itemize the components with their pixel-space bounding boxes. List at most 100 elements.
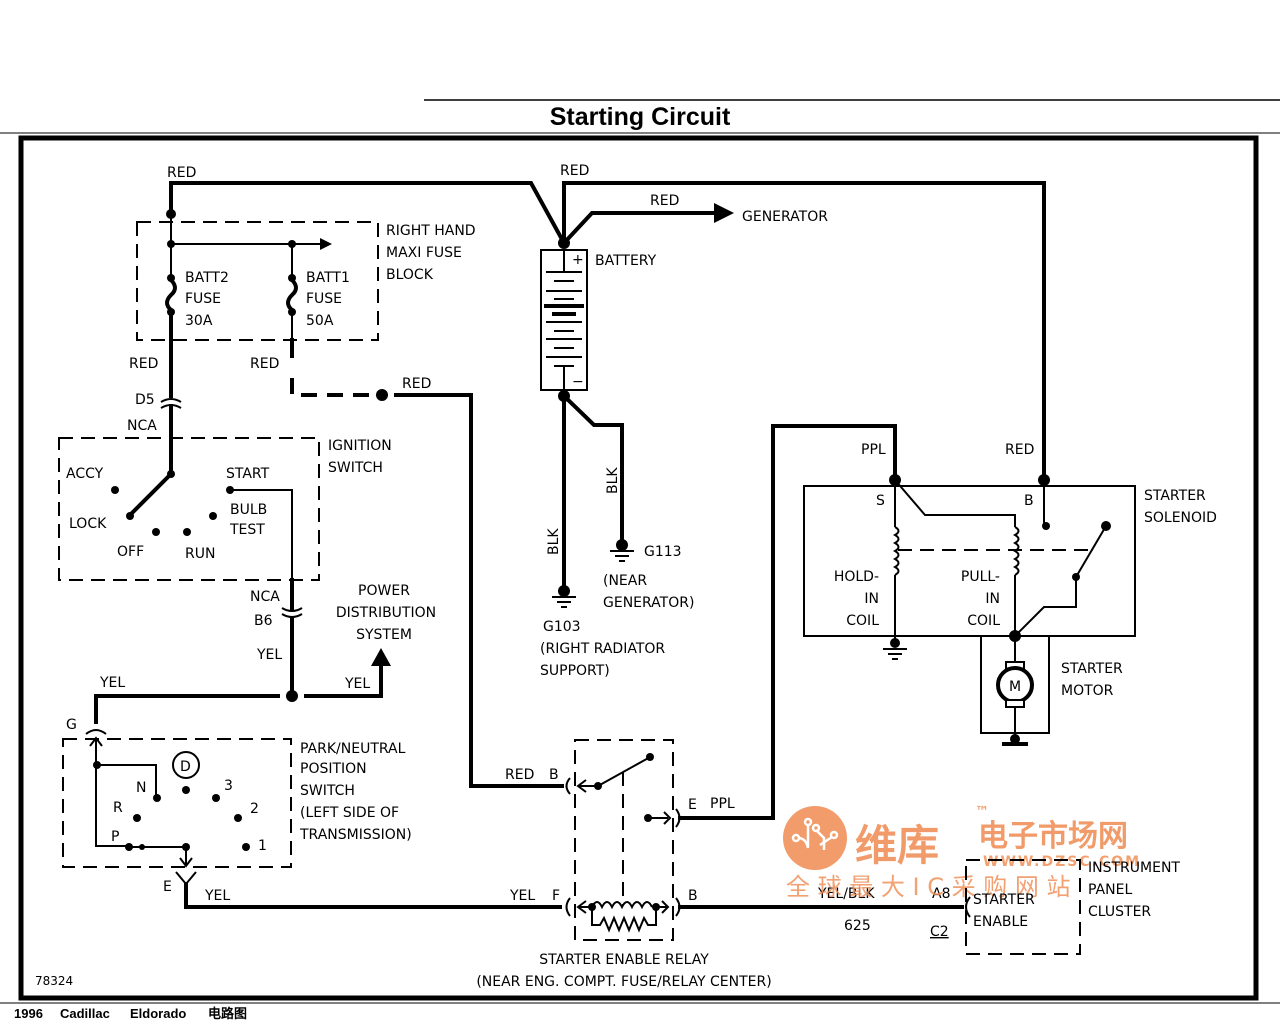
hold-in-coil-label: COIL: [846, 613, 879, 629]
starter-solenoid: [803, 485, 1136, 637]
battery-plus: +: [572, 252, 584, 268]
wire-label-yel: YEL: [256, 647, 282, 663]
starter-enable-relay: [574, 739, 674, 941]
fuse-label: BATT2: [185, 270, 229, 286]
switch-position-label: RUN: [185, 546, 215, 562]
pull-in-coil-label: PULL-: [961, 569, 1000, 585]
svg-text:维库: 维库: [855, 821, 939, 870]
ignition-switch-name: SWITCH: [328, 460, 383, 476]
footer-doc-type: 电路图: [208, 1006, 247, 1021]
wire-label-ppl: PPL: [861, 442, 886, 458]
wire-yel-left: [94, 694, 280, 724]
fuse-batt1-icon: [286, 274, 298, 316]
wire-label-red: RED: [167, 165, 196, 181]
fuse-rating: 30A: [185, 313, 213, 329]
ipc-name: INSTRUMENT: [1088, 860, 1180, 876]
diagram-frame: [18, 135, 1259, 1001]
pn-position-label: 2: [250, 801, 259, 817]
wire-label-yel: YEL: [344, 676, 370, 692]
fuse-block-name: RIGHT HAND: [386, 223, 476, 239]
connector-label: B6: [254, 613, 273, 629]
fuse-rating: 50A: [306, 313, 334, 329]
power-distribution-label: DISTRIBUTION: [336, 605, 436, 621]
connector-label: E: [163, 879, 172, 895]
relay-terminal-label: B: [549, 767, 559, 783]
fuse-batt2-icon: [165, 274, 177, 316]
wire-label-blk: BLK: [605, 467, 621, 494]
motor-symbol: M: [1009, 679, 1021, 695]
pn-switch-contacts: [93, 740, 250, 868]
wire-label-red: RED: [250, 356, 279, 372]
park-neutral-switch: [62, 738, 292, 868]
solenoid-terminal-label: S: [876, 493, 885, 509]
circuit-number: 625: [844, 918, 871, 934]
pull-in-coil-label: IN: [985, 591, 1000, 607]
battery-label: BATTERY: [595, 253, 657, 269]
ground-location: (NEAR: [603, 573, 647, 589]
connector-label: G: [66, 717, 77, 733]
pn-position-label: P: [111, 829, 119, 845]
wire-red-fuse1-dashed: [290, 378, 382, 397]
figure-id: 78324: [35, 974, 73, 988]
fuse-block: [136, 209, 379, 341]
solenoid-internals: [889, 474, 1111, 642]
switch-position-label: START: [226, 466, 270, 482]
connector-label: D5: [135, 392, 155, 408]
watermark-logo-icon: [783, 806, 847, 870]
drive-indicator-icon: [172, 751, 200, 779]
pn-position-label: D: [180, 759, 191, 775]
connector-label: C2: [930, 924, 949, 940]
ground-id: G113: [644, 544, 682, 560]
fuse-label: FUSE: [306, 291, 342, 307]
generator-label: GENERATOR: [742, 209, 828, 225]
wire-ppl: [678, 424, 897, 820]
wire-label-blk: BLK: [546, 528, 562, 555]
switch-position-label: OFF: [117, 544, 144, 560]
wire-label-yel: YEL: [204, 888, 230, 904]
wire-label-red: RED: [560, 163, 589, 179]
starter-solenoid-name: STARTER: [1144, 488, 1206, 504]
pull-in-coil-label: COIL: [967, 613, 1000, 629]
pin-label: A8: [932, 886, 950, 902]
pn-switch-name: PARK/NEUTRAL: [300, 741, 406, 757]
pn-switch-name: SWITCH: [300, 783, 355, 799]
wire-label-red: RED: [650, 193, 679, 209]
switch-position-label: TEST: [229, 522, 265, 538]
starter-motor-name: MOTOR: [1061, 683, 1114, 699]
footer-make: Cadillac: [60, 1006, 110, 1021]
battery-icon: [540, 237, 588, 402]
switch-position-label: LOCK: [69, 516, 107, 532]
wire-label-yel: YEL: [509, 888, 535, 904]
pn-position-label: N: [136, 780, 146, 796]
ground-g113-icon: [610, 539, 634, 562]
switch-position-label: ACCY: [66, 466, 104, 482]
wire-label-red: RED: [1005, 442, 1034, 458]
ipc-name: CLUSTER: [1088, 904, 1151, 920]
power-distribution-label: SYSTEM: [356, 627, 412, 643]
starter-motor-name: STARTER: [1061, 661, 1123, 677]
solenoid-terminal-label: B: [1024, 493, 1034, 509]
power-distribution-arrow-icon: [371, 648, 391, 666]
relay-switch-icon: [565, 753, 681, 905]
wire-label-red: RED: [402, 376, 431, 392]
instrument-panel-cluster: [965, 859, 1081, 955]
wire-blk-g113: [561, 393, 624, 542]
wire-label-red: RED: [129, 356, 158, 372]
connector-label: NCA: [250, 589, 280, 605]
ipc-name: PANEL: [1088, 882, 1132, 898]
ground-g103-icon: [552, 585, 576, 608]
svg-text:WWW.DZSC.COM: WWW.DZSC.COM: [983, 854, 1141, 870]
page-title: Starting Circuit: [550, 103, 731, 131]
relay-terminal-label: F: [552, 888, 560, 904]
relay-terminal-label: E: [688, 797, 697, 813]
pn-position-label: 1: [258, 838, 267, 854]
pn-switch-name: (LEFT SIDE OF: [300, 805, 399, 821]
pn-switch-name: TRANSMISSION): [299, 827, 412, 843]
wire-yel-relay: [184, 882, 562, 909]
wire-label-yelblk: YEL/BLK: [817, 886, 875, 902]
relay-name: STARTER ENABLE RELAY: [539, 952, 709, 968]
hold-in-coil-label: HOLD-: [834, 569, 879, 585]
wire-label-ppl: PPL: [710, 796, 735, 812]
footer-model: Eldorado: [130, 1006, 186, 1021]
